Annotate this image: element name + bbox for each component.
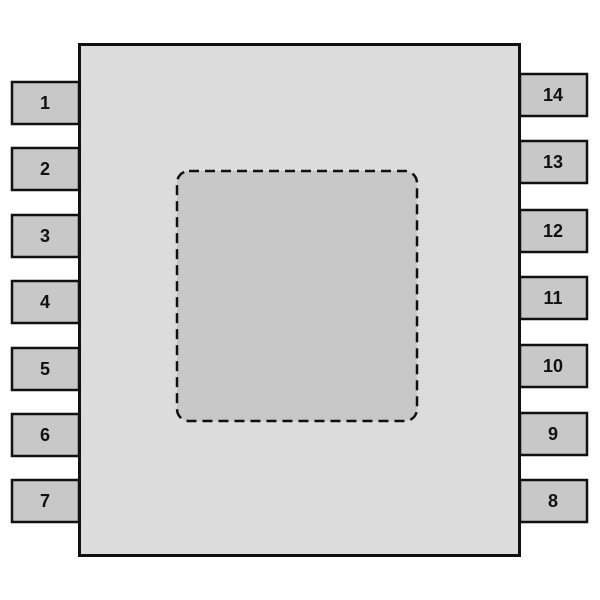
pin-number-label: 14 — [543, 85, 563, 105]
pin-lead — [518, 275, 589, 321]
pin-number-label: 2 — [40, 159, 50, 179]
pin-10: 10 — [518, 343, 589, 389]
pin-3: 3 — [10, 213, 81, 259]
pin-lead — [518, 208, 589, 254]
pin-number-label: 13 — [543, 152, 563, 172]
pin-2: 2 — [10, 146, 81, 192]
pin-5: 5 — [10, 346, 81, 392]
pin-lead — [518, 72, 589, 118]
pin-lead — [10, 279, 81, 325]
pin-lead — [518, 478, 589, 524]
pin-lead — [10, 146, 81, 192]
pin-12: 12 — [518, 208, 589, 254]
exposed-thermal-pad — [175, 169, 419, 423]
pin-13: 13 — [518, 139, 589, 185]
pin-number-label: 9 — [548, 424, 558, 444]
pin-lead — [10, 346, 81, 392]
pin-number-label: 10 — [543, 356, 563, 376]
pin-lead — [518, 411, 589, 457]
pin-4: 4 — [10, 279, 81, 325]
pin-number-label: 11 — [543, 288, 562, 308]
pin-number-label: 3 — [40, 226, 50, 246]
pin-number-label: 6 — [40, 425, 50, 445]
pin-7: 7 — [10, 478, 81, 524]
pin-lead — [10, 80, 81, 126]
pin-number-label: 5 — [40, 359, 50, 379]
pin-number-label: 12 — [543, 221, 563, 241]
pin-lead — [518, 343, 589, 389]
pin-number-label: 1 — [40, 93, 50, 113]
pin-8: 8 — [518, 478, 589, 524]
pin-6: 6 — [10, 412, 81, 458]
pin-11: 11 — [518, 275, 589, 321]
pin-number-label: 8 — [548, 491, 558, 511]
pin-number-label: 7 — [40, 491, 50, 511]
pin-lead — [518, 139, 589, 185]
pin-9: 9 — [518, 411, 589, 457]
pin-1: 1 — [10, 80, 81, 126]
pin-lead — [10, 213, 81, 259]
pin-14: 14 — [518, 72, 589, 118]
pin-lead — [10, 478, 81, 524]
pin-number-label: 4 — [40, 292, 50, 312]
pin-lead — [10, 412, 81, 458]
